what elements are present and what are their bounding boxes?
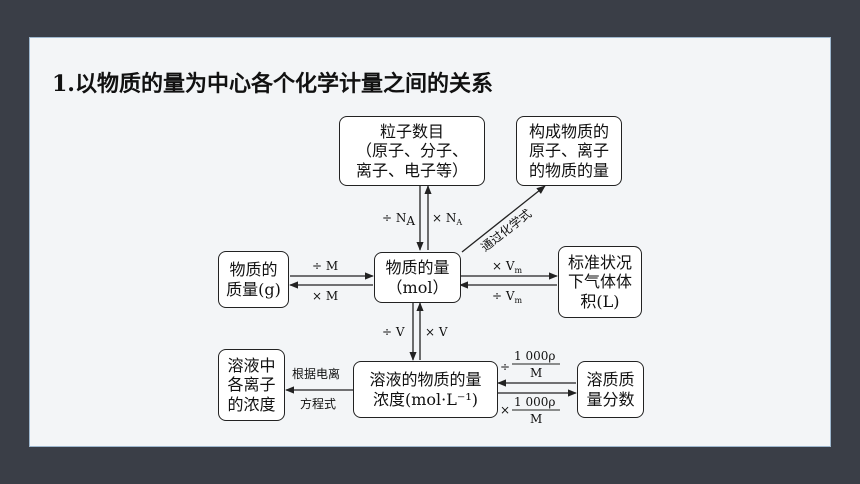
label-div-sign: ÷: [500, 360, 510, 374]
node-mass-text: 物质的 质量(g): [226, 260, 281, 299]
label-mul-vm: × Vm: [492, 259, 523, 275]
label-div-na: ÷ NA: [382, 211, 415, 228]
node-amount-of-substance-text: 物质的量 （mol）: [385, 258, 450, 297]
node-mass: 物质的 质量(g): [218, 251, 289, 308]
label-mul-v: × V: [425, 325, 448, 339]
node-molar-concentration: 溶液的物质的量 浓度(mol·L⁻¹): [353, 361, 498, 418]
label-mul-sign: ×: [500, 403, 510, 417]
label-div-v: ÷ V: [382, 325, 405, 339]
label-ionization-1: 根据电离: [292, 366, 340, 381]
label-frac-den-1: M: [530, 366, 542, 380]
node-molar-concentration-text: 溶液的物质的量 浓度(mol·L⁻¹): [369, 370, 482, 409]
page-title: 1.以物质的量为中心各个化学计量之间的关系: [52, 71, 493, 97]
node-mass-fraction-text: 溶质质 量分数: [586, 370, 635, 409]
label-mul-na: × NA: [432, 211, 462, 227]
node-amount-of-substance: 物质的量 （mol）: [374, 252, 461, 303]
label-ionization-2: 方程式: [300, 396, 336, 411]
node-constituent-moles: 构成物质的 原子、离子 的物质的量: [516, 116, 622, 186]
node-mass-fraction: 溶质质 量分数: [577, 361, 644, 418]
label-mul-m: × M: [312, 289, 338, 303]
diagram-connectors: ÷ NA × NA 通过化学式 ÷ M × M × Vm ÷ Vm ÷ V × …: [285, 185, 577, 426]
node-gas-volume-text: 标准状况 下气体体 积(L): [567, 253, 632, 311]
node-particle-count: 粒子数目 （原子、分子、 离子、电子等）: [339, 116, 485, 186]
node-gas-volume: 标准状况 下气体体 积(L): [558, 246, 642, 318]
node-ion-concentration: 溶液中 各离子 的浓度: [218, 349, 285, 421]
node-ion-concentration-text: 溶液中 各离子 的浓度: [227, 356, 276, 414]
node-particle-count-text: 粒子数目 （原子、分子、 离子、电子等）: [355, 122, 468, 180]
label-div-m: ÷ M: [312, 259, 338, 273]
label-frac-num-1: 1 000ρ: [514, 349, 555, 363]
label-div-vm: ÷ Vm: [492, 289, 523, 305]
slide-panel: 1.以物质的量为中心各个化学计量之间的关系 ÷ NA × NA 通过化学式: [29, 37, 831, 447]
label-frac-num-2: 1 000ρ: [514, 395, 555, 409]
label-frac-den-2: M: [530, 412, 542, 426]
label-via-formula: 通过化学式: [478, 206, 535, 255]
arrow-moles-to-constituent: [461, 185, 546, 253]
node-constituent-moles-text: 构成物质的 原子、离子 的物质的量: [528, 122, 609, 180]
